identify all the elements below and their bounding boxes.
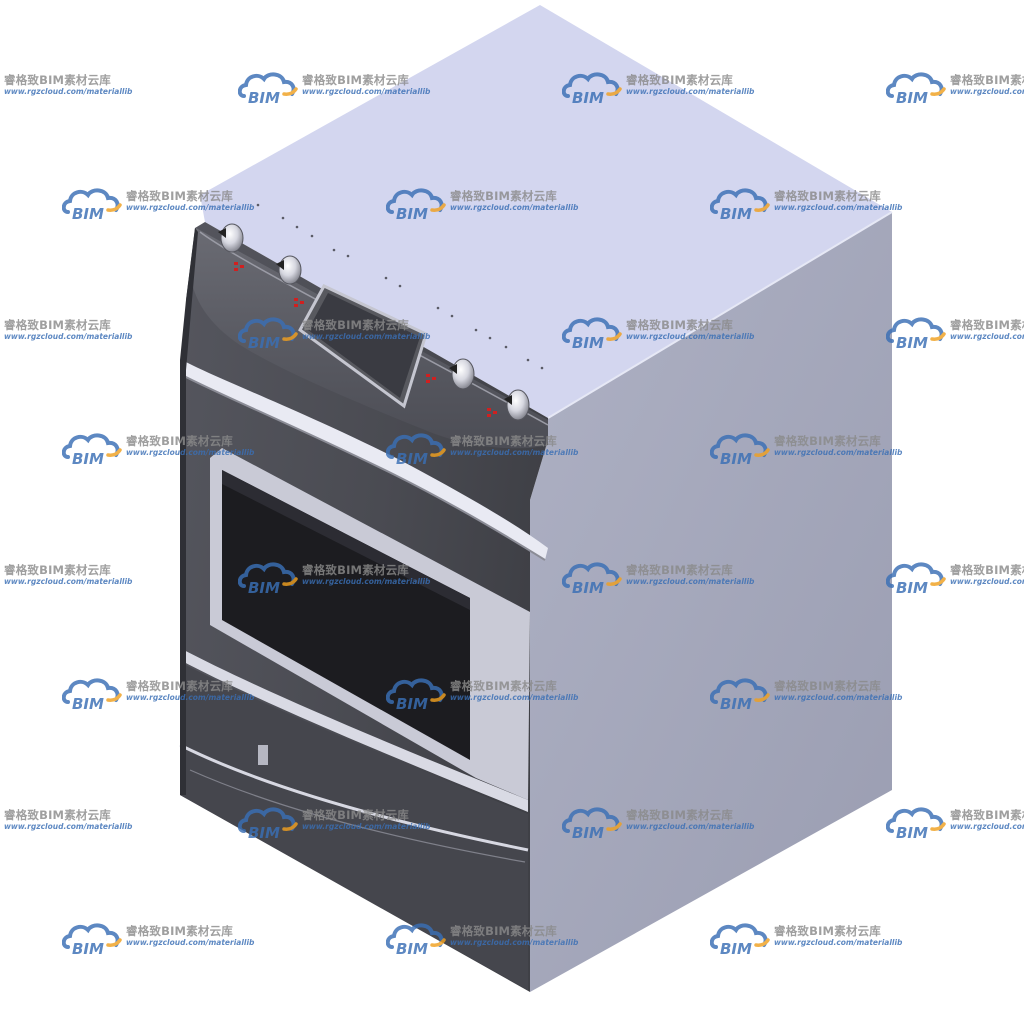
drawer-badge <box>258 745 268 765</box>
door-bottom-trim <box>180 648 528 812</box>
oven-window-reflection <box>222 470 470 610</box>
control-knob-icon <box>449 358 475 390</box>
handle-shadow <box>181 374 546 561</box>
side-top-edge <box>547 211 893 419</box>
control-knob-icon <box>504 389 530 421</box>
display-screen-inner <box>308 293 420 398</box>
control-knob-icon <box>218 223 244 253</box>
cooktop-edge-dots <box>256 203 544 370</box>
drawer-lower-line <box>189 769 526 863</box>
front-left-edge <box>180 228 198 795</box>
storage-drawer <box>180 662 528 990</box>
oven-side-panel <box>530 212 892 992</box>
burner-indicator-lights <box>234 262 497 417</box>
drawer-handle <box>179 743 529 852</box>
control-knob-icon <box>276 255 302 285</box>
